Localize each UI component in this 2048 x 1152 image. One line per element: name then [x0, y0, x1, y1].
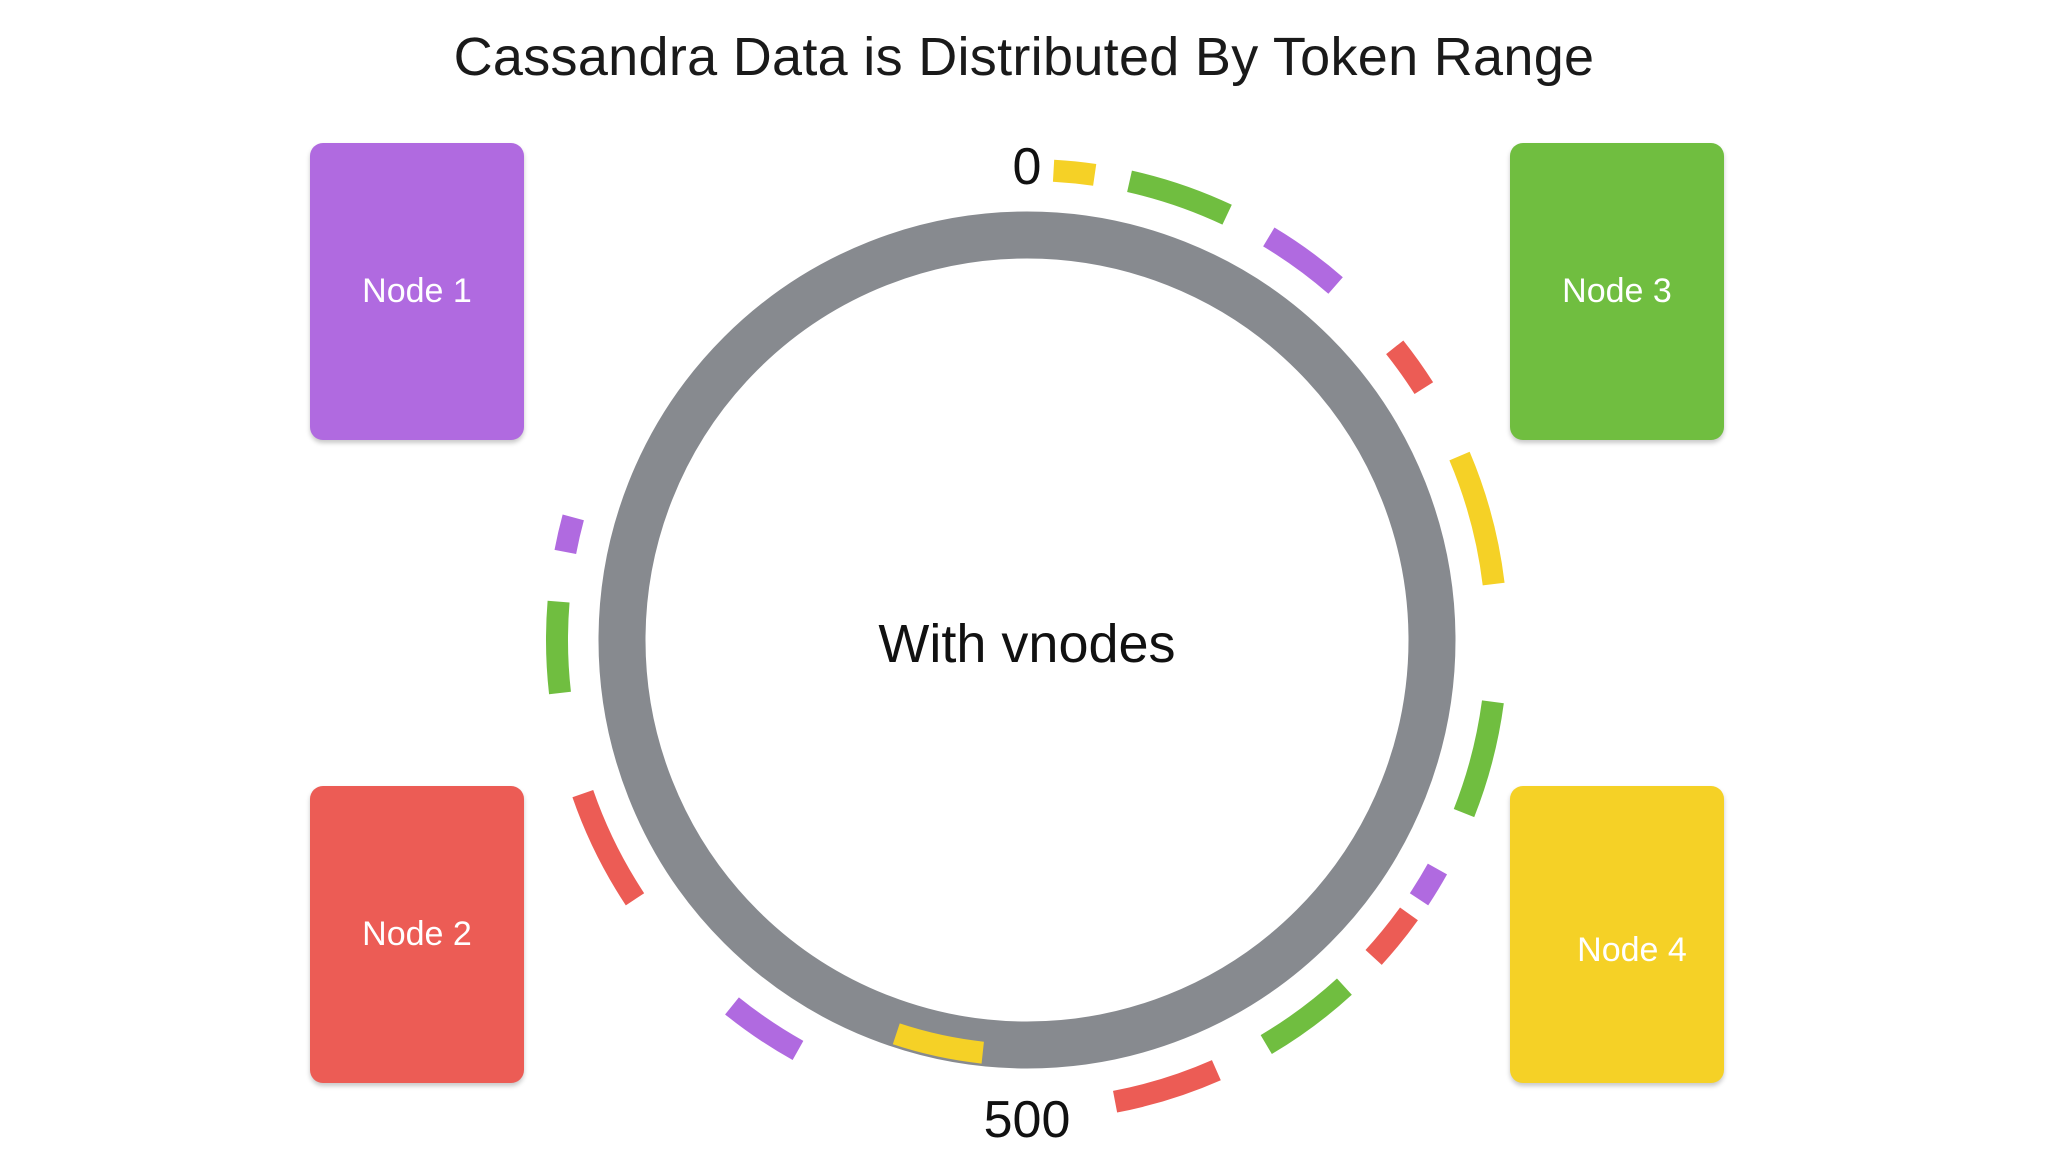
- token-ring: [598, 211, 1456, 1069]
- node-4-card: Node 4: [1510, 786, 1724, 1083]
- diagram-title: Cassandra Data is Distributed By Token R…: [453, 27, 1595, 87]
- vnode-arc-node-1: [725, 997, 804, 1061]
- node-2-card: Node 2: [310, 786, 524, 1083]
- vnode-arc-node-2: [1386, 340, 1434, 395]
- node-2-label: Node 2: [362, 915, 472, 953]
- ring-center-label: With vnodes: [878, 614, 1175, 674]
- vnode-arc-node-4: [892, 1023, 985, 1064]
- token-zero-label: 0: [1013, 138, 1042, 196]
- vnode-arc-node-4: [1052, 159, 1097, 186]
- vnode-arc-node-2: [572, 789, 645, 906]
- vnode-arc-node-2: [1365, 907, 1418, 965]
- vnode-arc-node-4: [1449, 451, 1505, 586]
- node-3-label: Node 3: [1562, 272, 1672, 310]
- vnode-arc-node-1: [554, 514, 584, 555]
- vnode-arc-node-3: [1127, 170, 1232, 225]
- node-1-label: Node 1: [362, 272, 472, 310]
- token-500-label: 500: [984, 1091, 1071, 1149]
- vnode-arc-node-3: [1453, 700, 1504, 818]
- vnode-arc-node-1: [1263, 227, 1343, 294]
- vnode-arc-node-1: [1409, 863, 1448, 906]
- vnode-arc-node-2: [1112, 1060, 1221, 1113]
- vnode-arc-node-3: [1260, 978, 1352, 1055]
- vnode-arcs: [546, 159, 1505, 1113]
- vnode-arc-node-3: [546, 600, 571, 695]
- node-3-card: Node 3: [1510, 143, 1724, 440]
- node-4-label: Node 4: [1577, 931, 1687, 969]
- node-1-card: Node 1: [310, 143, 524, 440]
